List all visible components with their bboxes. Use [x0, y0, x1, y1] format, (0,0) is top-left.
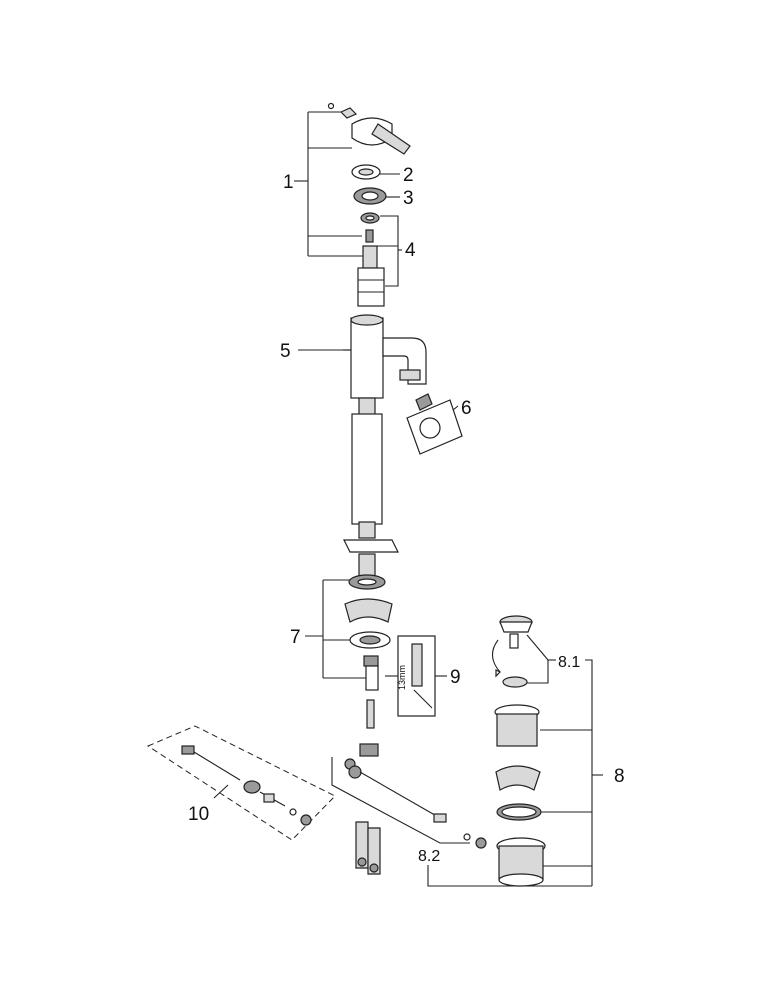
- callout-4: 4: [405, 240, 416, 261]
- callouts: 1 2 3 4 5 6 7 9 8.1 8 8.2 10: [188, 165, 625, 865]
- supply-hoses: [355, 821, 381, 875]
- aerator-part: [406, 393, 463, 455]
- callout-8: 8: [614, 766, 625, 787]
- callout-5: 5: [280, 341, 291, 362]
- callout-3: 3: [403, 188, 414, 209]
- leader-lines: [213, 111, 603, 887]
- callout-1: 1: [283, 172, 294, 193]
- pop-up-rod-assembly: [344, 743, 487, 849]
- extension-kit: [146, 725, 336, 841]
- callout-6: 6: [461, 398, 472, 419]
- callout-10: 10: [188, 804, 209, 825]
- callout-2: 2: [403, 165, 414, 186]
- drain-assembly: [491, 615, 546, 887]
- mounting-hardware: [344, 574, 393, 729]
- callout-8-1: 8.1: [558, 654, 580, 671]
- callout-9: 9: [450, 667, 461, 688]
- wrench-tool: 13mm: [397, 635, 436, 717]
- tool-size-label: 13mm: [397, 665, 407, 690]
- faucet-body: [343, 314, 427, 399]
- callout-8-2: 8.2: [418, 848, 440, 865]
- callout-7: 7: [290, 627, 301, 648]
- cartridge-assembly: [327, 102, 411, 307]
- mounting-tube: [343, 397, 399, 577]
